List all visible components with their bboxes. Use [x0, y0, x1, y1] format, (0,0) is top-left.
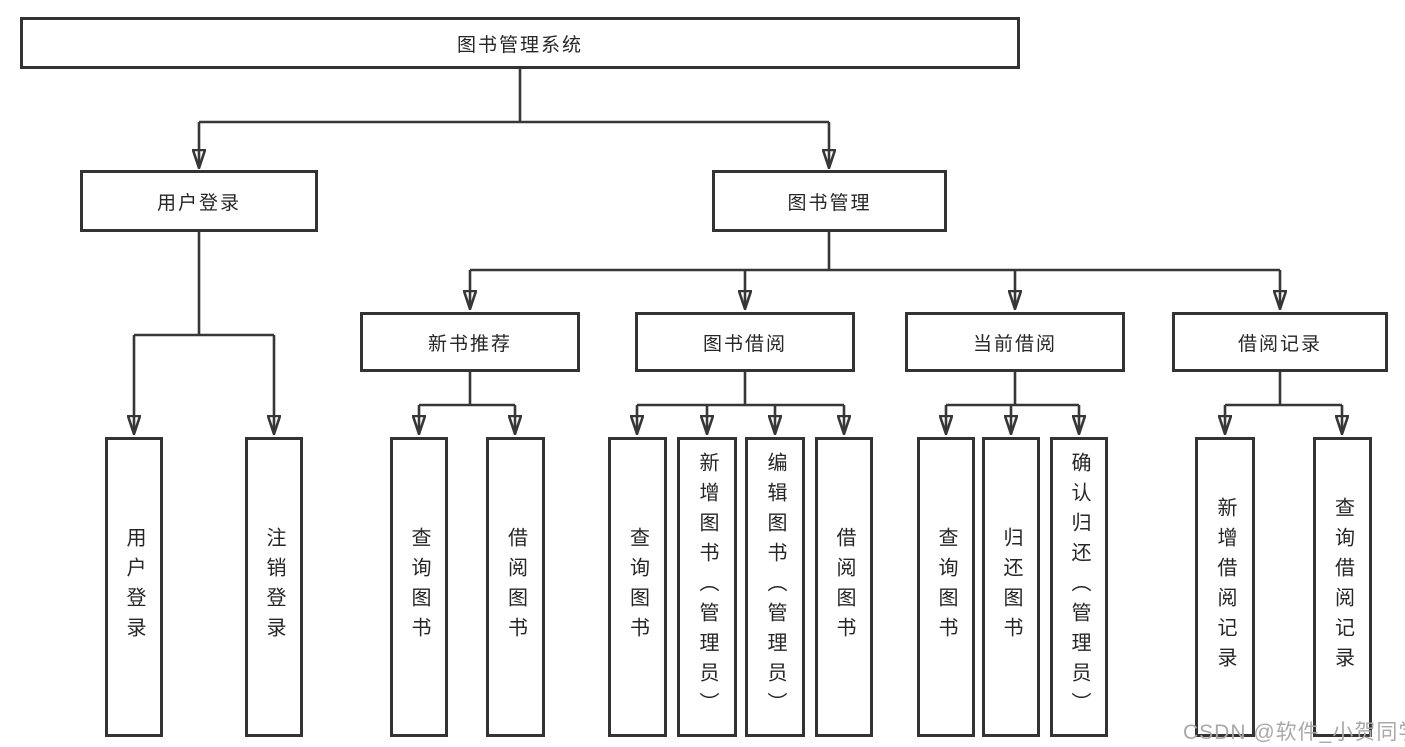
leaf-borrow-books-2-label: 借阅图书 — [833, 527, 855, 647]
leaf-add-book-admin: 新增图书（管理员） — [677, 437, 737, 737]
leaf-edit-book-admin: 编辑图书（管理员） — [745, 437, 805, 737]
connector-user-login-branch — [134, 232, 274, 434]
leaf-borrow-books-1: 借阅图书 — [486, 437, 545, 737]
connector-current-borrow-branch — [946, 372, 1079, 434]
leaf-query-borrow-record: 查询借阅记录 — [1313, 437, 1372, 737]
connector-book-borrow-branch — [637, 372, 844, 434]
leaf-query-borrow-record-label: 查询借阅记录 — [1331, 497, 1354, 677]
node-borrowing-records: 借阅记录 — [1172, 312, 1388, 372]
leaf-confirm-return-admin-label: 确认归还（管理员） — [1068, 452, 1090, 722]
connector-new-book-branch — [419, 372, 515, 434]
csdn-watermark: CSDN @软件_小贺同学 — [1183, 721, 1405, 744]
node-library-system-label: 图书管理系统 — [456, 34, 583, 56]
leaf-edit-book-admin-label: 编辑图书（管理员） — [764, 452, 786, 722]
leaf-query-books-1: 查询图书 — [390, 437, 448, 737]
node-user-login-label: 用户登录 — [156, 192, 241, 214]
leaf-logout-label: 注销登录 — [263, 527, 285, 647]
node-new-book-recommend: 新书推荐 — [360, 312, 580, 372]
leaf-add-book-admin-label: 新增图书（管理员） — [696, 452, 718, 722]
leaf-logout: 注销登录 — [245, 437, 303, 737]
leaf-add-borrow-record: 新增借阅记录 — [1195, 437, 1255, 737]
leaf-borrow-books-1-label: 借阅图书 — [504, 527, 527, 647]
connector-root-branch — [199, 69, 829, 168]
node-book-management-label: 图书管理 — [787, 192, 872, 214]
leaf-query-books-1-label: 查询图书 — [408, 527, 430, 647]
node-book-management: 图书管理 — [712, 170, 947, 232]
leaf-query-books-2: 查询图书 — [608, 437, 667, 737]
leaf-user-login: 用户登录 — [105, 437, 163, 737]
leaf-borrow-books-2: 借阅图书 — [815, 437, 873, 737]
node-current-borrowing-label: 当前借阅 — [972, 333, 1057, 355]
leaf-user-login-label: 用户登录 — [123, 527, 145, 647]
leaf-confirm-return-admin: 确认归还（管理员） — [1050, 437, 1108, 737]
node-current-borrowing: 当前借阅 — [905, 312, 1125, 372]
node-book-borrowing: 图书借阅 — [635, 312, 855, 372]
connector-borrow-record-branch — [1225, 372, 1342, 434]
node-borrowing-records-label: 借阅记录 — [1237, 333, 1322, 355]
leaf-add-borrow-record-label: 新增借阅记录 — [1214, 497, 1236, 677]
leaf-return-books: 归还图书 — [982, 437, 1040, 737]
leaf-return-books-label: 归还图书 — [1000, 527, 1022, 647]
leaf-query-books-3: 查询图书 — [917, 437, 975, 737]
connector-book-management-branch — [470, 232, 1280, 309]
node-book-borrowing-label: 图书借阅 — [702, 333, 787, 355]
leaf-query-books-2-label: 查询图书 — [626, 527, 649, 647]
node-new-book-recommend-label: 新书推荐 — [427, 333, 512, 355]
node-user-login: 用户登录 — [80, 170, 318, 232]
node-library-system: 图书管理系统 — [20, 17, 1020, 69]
leaf-query-books-3-label: 查询图书 — [935, 527, 957, 647]
